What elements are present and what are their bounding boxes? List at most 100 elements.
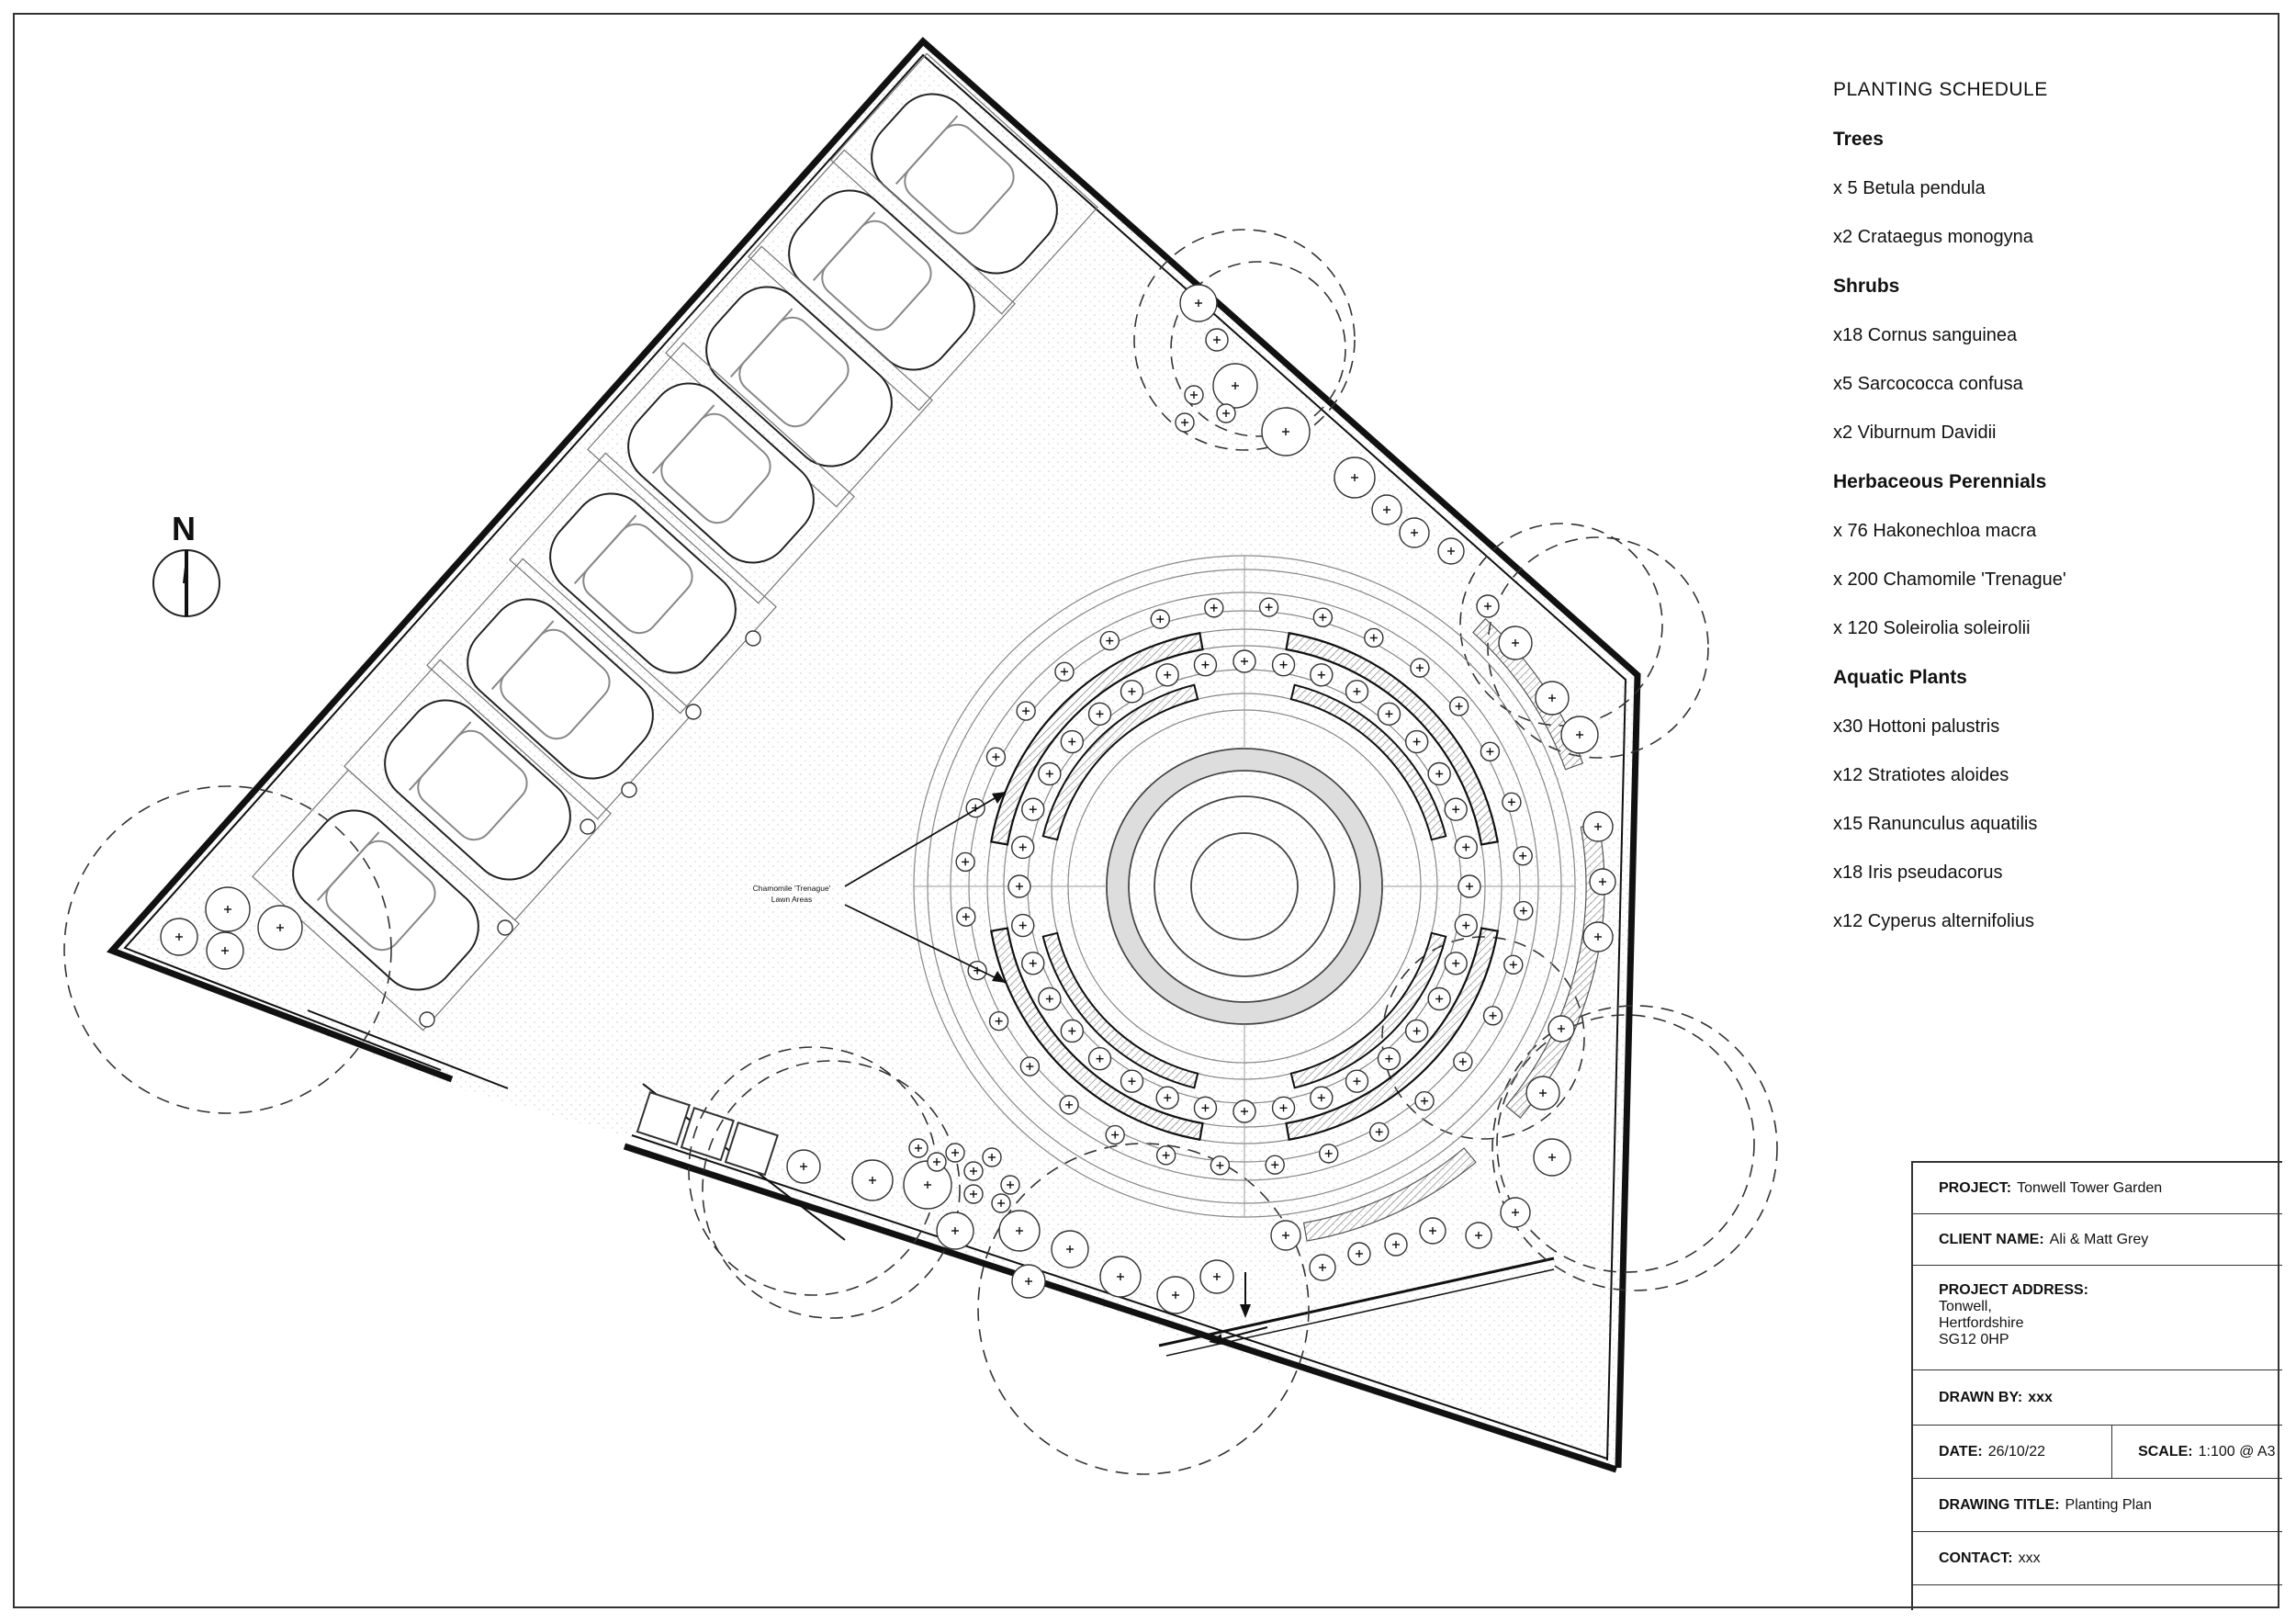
plant-symbol (1404, 729, 1429, 754)
plant-symbol (1011, 835, 1035, 860)
bollard (580, 818, 596, 835)
plant-symbol (1212, 363, 1258, 409)
plant-symbol (1476, 594, 1500, 618)
plant-symbol (1448, 696, 1469, 716)
schedule-item: x15 Ranunculus aquatilis (1833, 814, 2038, 834)
bollard (497, 919, 513, 936)
plant-symbol (1364, 627, 1384, 648)
plant-symbol (1193, 1096, 1218, 1120)
plant-symbol (1059, 1095, 1079, 1115)
lawn-annotation: Chamomile 'Trenague' Lawn Areas (753, 791, 1007, 984)
plant-symbol (1184, 385, 1204, 405)
plant-symbol (1175, 412, 1195, 433)
plant-symbol (1369, 1121, 1390, 1143)
plant-symbol (1087, 702, 1112, 727)
parking-space (587, 342, 855, 604)
plant-symbol (998, 1210, 1041, 1252)
plant-symbol (1377, 1046, 1401, 1071)
tree-canopy (977, 1143, 1310, 1475)
plant-symbol (1210, 1155, 1231, 1176)
schedule-item: x18 Cornus sanguinea (1833, 325, 2018, 345)
plant-symbol (1384, 1233, 1408, 1257)
hakonechloa-strip (1302, 1147, 1477, 1242)
plant-symbols (160, 284, 1616, 1314)
tree-canopy (1487, 536, 1709, 759)
plant-symbol (988, 1011, 1009, 1031)
tree-canopies (63, 229, 1778, 1475)
planting-bed (1041, 683, 1199, 841)
plant-symbol (1465, 1222, 1492, 1249)
parking-spaces (252, 52, 1098, 1031)
plant-symbol (1155, 1145, 1176, 1166)
tb-date: DATE:26/10/22 (1913, 1426, 2113, 1478)
car-windscreen (316, 831, 380, 902)
schedule-item: x30 Hottoni palustris (1833, 716, 2000, 737)
schedule-group-heading: Herbaceous Perennials (1833, 471, 2047, 492)
plant-symbol (1060, 729, 1085, 754)
plant-symbol (1345, 680, 1369, 704)
plant-symbol (1204, 598, 1224, 618)
car-windscreen (729, 308, 793, 378)
plant-symbol (1500, 1197, 1531, 1228)
schedule-item: x 76 Hakonechloa macra (1833, 521, 2037, 541)
compass-icon (152, 549, 220, 617)
plant-symbol (1414, 1090, 1435, 1111)
planting-bed (1041, 931, 1199, 1089)
car-body (627, 382, 815, 564)
plant-symbol (1038, 986, 1062, 1011)
plant-symbol (1261, 407, 1311, 456)
parking-space (426, 558, 694, 820)
bollard (745, 630, 761, 647)
tb-client: CLIENT NAME:Ali & Matt Grey (1913, 1214, 2282, 1266)
schedule-item: x18 Iris pseudacorus (1833, 862, 2003, 883)
parking-bay (509, 452, 777, 715)
plant-symbol (1099, 1256, 1142, 1298)
car-windscreen (895, 115, 959, 186)
car-windscreen (812, 211, 876, 282)
plant-symbol (1310, 663, 1334, 687)
plant-symbol (1120, 1069, 1144, 1093)
water-channel (1108, 750, 1381, 1023)
plant-symbol (1232, 1099, 1256, 1123)
lawn-label-2: Lawn Areas (771, 895, 812, 904)
schedule-title: PLANTING SCHEDULE (1833, 79, 2048, 100)
plant-symbol (1105, 1124, 1125, 1145)
tree-canopy (1133, 229, 1356, 451)
plant-symbol (1312, 607, 1334, 627)
car-windscreen (408, 721, 472, 792)
tree-canopy (63, 785, 392, 1114)
plant-symbol (945, 1143, 965, 1163)
bollard (419, 1011, 435, 1028)
tb-project: PROJECT:Tonwell Tower Garden (1913, 1163, 2282, 1214)
plant-symbol (1232, 649, 1256, 673)
plant-symbol (1345, 1069, 1369, 1093)
plant-symbol (1060, 1019, 1085, 1043)
plant-symbol (1000, 1175, 1020, 1195)
garden-ring (1190, 832, 1299, 941)
plant-symbol (1399, 517, 1430, 548)
plant-symbol (1410, 658, 1430, 678)
plant-symbol (1377, 702, 1401, 727)
schedule-item: x12 Stratiotes aloides (1833, 765, 2009, 785)
plant-symbol (1371, 494, 1402, 525)
car-windscreen (573, 514, 637, 585)
plant-symbol (1099, 630, 1120, 651)
plant-symbol (1270, 1220, 1301, 1251)
plant-symbol (1482, 1006, 1503, 1026)
tb-date-scale: DATE:26/10/22 SCALE:1:100 @ A3 (1913, 1426, 2282, 1479)
plant-symbol (936, 1212, 974, 1250)
plant-symbol (1453, 1052, 1473, 1072)
parking-space (665, 245, 933, 508)
bollard (621, 782, 637, 798)
plant-symbol (1334, 456, 1376, 499)
plant-symbol (955, 851, 975, 873)
plant-symbol (1019, 1056, 1041, 1076)
plant-symbol (1503, 954, 1524, 975)
plant-symbol (991, 1193, 1011, 1213)
tb-contact: CONTACT:xxx (1913, 1532, 2282, 1585)
car-windscreen (651, 404, 715, 475)
plant-symbol (1155, 663, 1179, 687)
plant-symbol (851, 1159, 894, 1201)
